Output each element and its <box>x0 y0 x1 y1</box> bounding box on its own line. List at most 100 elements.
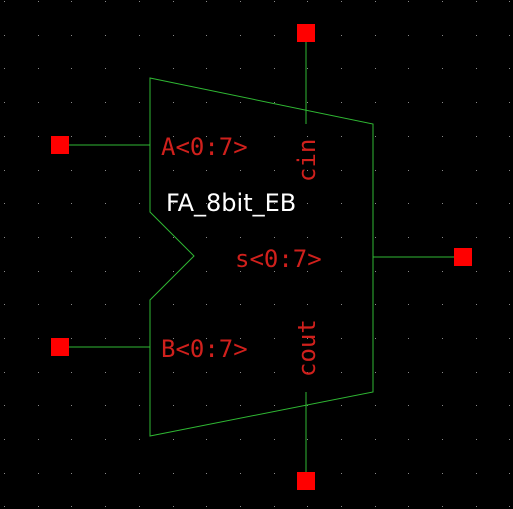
grid-dot <box>509 405 510 406</box>
grid-dot <box>442 439 443 440</box>
grid-dot <box>509 35 510 36</box>
grid-dot <box>206 102 207 103</box>
grid-dot <box>139 372 140 373</box>
grid-dot <box>476 271 477 272</box>
grid-dot <box>476 506 477 507</box>
grid-dot <box>240 68 241 69</box>
grid-dot <box>375 304 376 305</box>
grid-dot <box>206 170 207 171</box>
grid-dot <box>476 35 477 36</box>
grid-dot <box>139 1 140 2</box>
grid-dot <box>139 271 140 272</box>
pin-label-s: s<0:7> <box>235 245 322 273</box>
grid-dot <box>38 136 39 137</box>
grid-dot <box>206 439 207 440</box>
grid-dot <box>4 271 5 272</box>
grid-dot <box>139 338 140 339</box>
grid-dot <box>375 102 376 103</box>
grid-dot <box>173 271 174 272</box>
grid-dot <box>38 506 39 507</box>
grid-dot <box>476 1 477 2</box>
grid-dot <box>476 405 477 406</box>
grid-dot <box>408 102 409 103</box>
grid-dot <box>274 203 275 204</box>
grid-dot <box>240 102 241 103</box>
grid-dot <box>240 405 241 406</box>
grid-dot <box>442 304 443 305</box>
grid-dots <box>4 1 510 507</box>
grid-dot <box>71 136 72 137</box>
grid-dot <box>4 1 5 2</box>
grid-dot <box>442 405 443 406</box>
grid-dot <box>341 35 342 36</box>
grid-dot <box>206 136 207 137</box>
grid-dot <box>139 506 140 507</box>
grid-dot <box>240 237 241 238</box>
grid-dot <box>173 473 174 474</box>
grid-dot <box>274 473 275 474</box>
grid-dot <box>274 338 275 339</box>
grid-dot <box>375 237 376 238</box>
grid-dot <box>4 136 5 137</box>
pin-label-a: A<0:7> <box>161 133 248 161</box>
pin-a[interactable] <box>51 136 69 154</box>
grid-dot <box>307 136 308 137</box>
grid-dot <box>476 473 477 474</box>
grid-dot <box>206 1 207 2</box>
grid-dot <box>105 170 106 171</box>
grid-dot <box>307 506 308 507</box>
grid-dot <box>71 405 72 406</box>
grid-dot <box>307 372 308 373</box>
grid-dot <box>375 405 376 406</box>
grid-dot <box>105 136 106 137</box>
pin-b[interactable] <box>51 338 69 356</box>
grid-dot <box>139 170 140 171</box>
grid-dot <box>38 237 39 238</box>
pin-cout[interactable] <box>297 472 315 490</box>
grid-dot <box>408 237 409 238</box>
symbol-body-outline[interactable] <box>149 77 374 437</box>
grid-dot <box>71 372 72 373</box>
grid-dot <box>274 304 275 305</box>
grid-dot <box>139 102 140 103</box>
grid-dot <box>476 372 477 373</box>
grid-dot <box>408 136 409 137</box>
grid-dot <box>173 136 174 137</box>
grid-dot <box>105 1 106 2</box>
pin-s[interactable] <box>454 248 472 266</box>
grid-dot <box>442 506 443 507</box>
grid-dot <box>240 1 241 2</box>
grid-dot <box>509 439 510 440</box>
grid-dot <box>509 338 510 339</box>
grid-dot <box>509 372 510 373</box>
grid-dot <box>509 1 510 2</box>
grid-dot <box>375 136 376 137</box>
grid-dot <box>509 237 510 238</box>
grid-dot <box>173 203 174 204</box>
grid-dot <box>71 506 72 507</box>
grid-dot <box>274 1 275 2</box>
grid-dot <box>139 237 140 238</box>
grid-dot <box>274 372 275 373</box>
grid-dot <box>375 68 376 69</box>
grid-dot <box>105 304 106 305</box>
grid-dot <box>341 102 342 103</box>
grid-dot <box>38 1 39 2</box>
grid-dot <box>206 271 207 272</box>
grid-dot <box>341 473 342 474</box>
grid-dot <box>240 439 241 440</box>
grid-dot <box>476 136 477 137</box>
grid-dot <box>375 338 376 339</box>
grid-dot <box>307 304 308 305</box>
grid-dot <box>341 271 342 272</box>
grid-dot <box>509 136 510 137</box>
pin-cin[interactable] <box>297 24 315 42</box>
grid-dot <box>105 372 106 373</box>
grid-dot <box>442 68 443 69</box>
grid-dot <box>341 203 342 204</box>
adder-symbol[interactable]: A<0:7> B<0:7> s<0:7> cin cout FA_8bit_EB <box>51 24 472 490</box>
grid-dot <box>4 102 5 103</box>
grid-dot <box>173 35 174 36</box>
grid-dot <box>139 405 140 406</box>
